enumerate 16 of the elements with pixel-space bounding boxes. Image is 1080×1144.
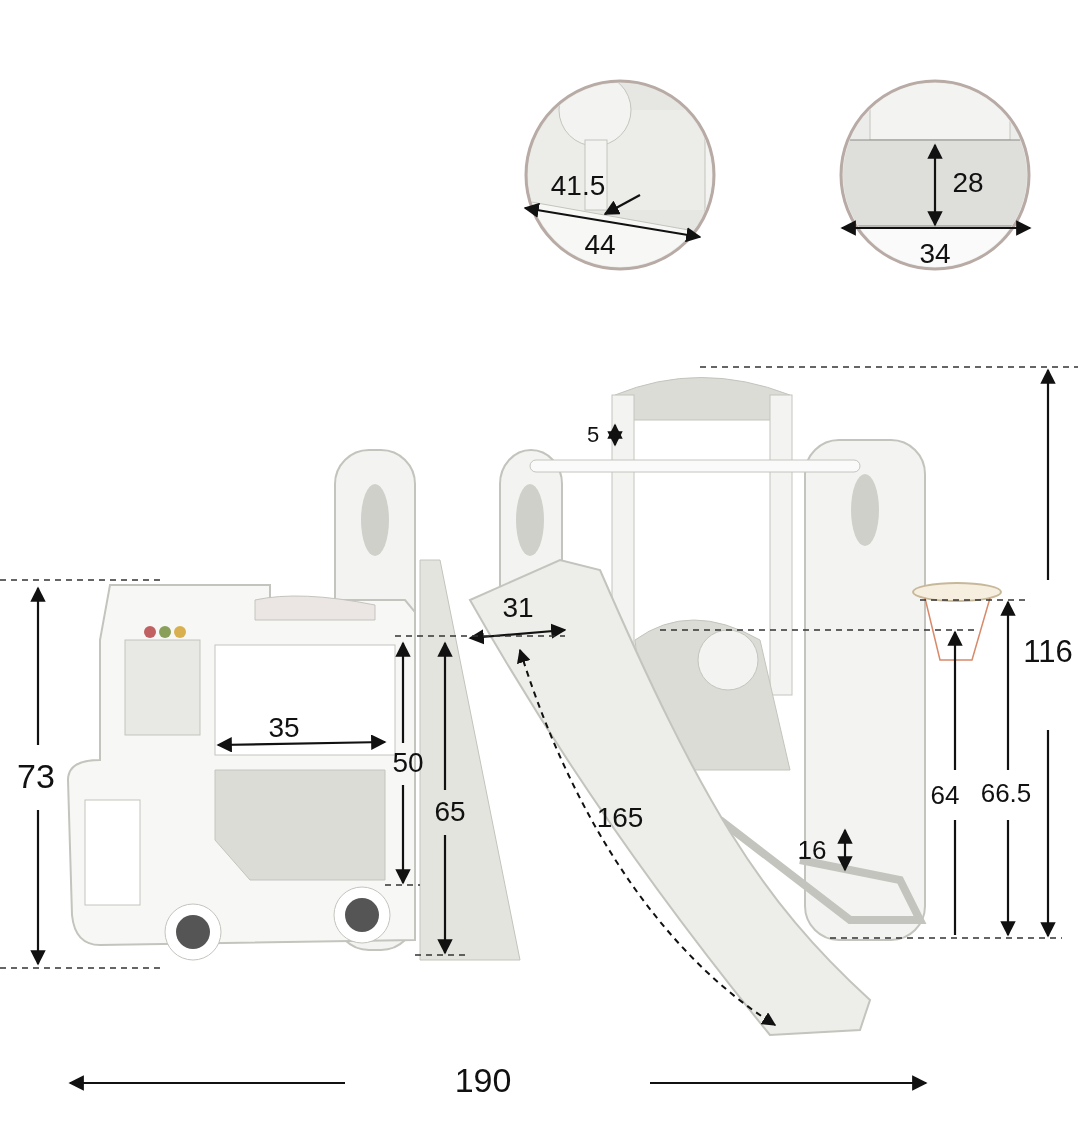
dimension-label: 50 — [392, 749, 424, 777]
dimension-label: 31 — [502, 594, 534, 622]
dimension-label: 41.5 — [550, 172, 606, 200]
dimension-label: 65 — [434, 798, 466, 826]
dimension-label: 116 — [1023, 635, 1073, 667]
dimension-label: 190 — [454, 1063, 512, 1097]
dimension-label: 64 — [930, 782, 960, 808]
dimension-label: 5 — [586, 424, 600, 446]
dimension-label: 66.5 — [980, 780, 1032, 806]
dimension-label: 44 — [584, 231, 616, 259]
dimension-label: 165 — [596, 804, 644, 832]
dimension-label: 28 — [952, 169, 984, 197]
dimension-label: 16 — [797, 837, 827, 863]
dimension-label: 34 — [919, 240, 951, 268]
dimension-label: 35 — [268, 714, 300, 742]
dimension-label: 73 — [17, 759, 55, 793]
